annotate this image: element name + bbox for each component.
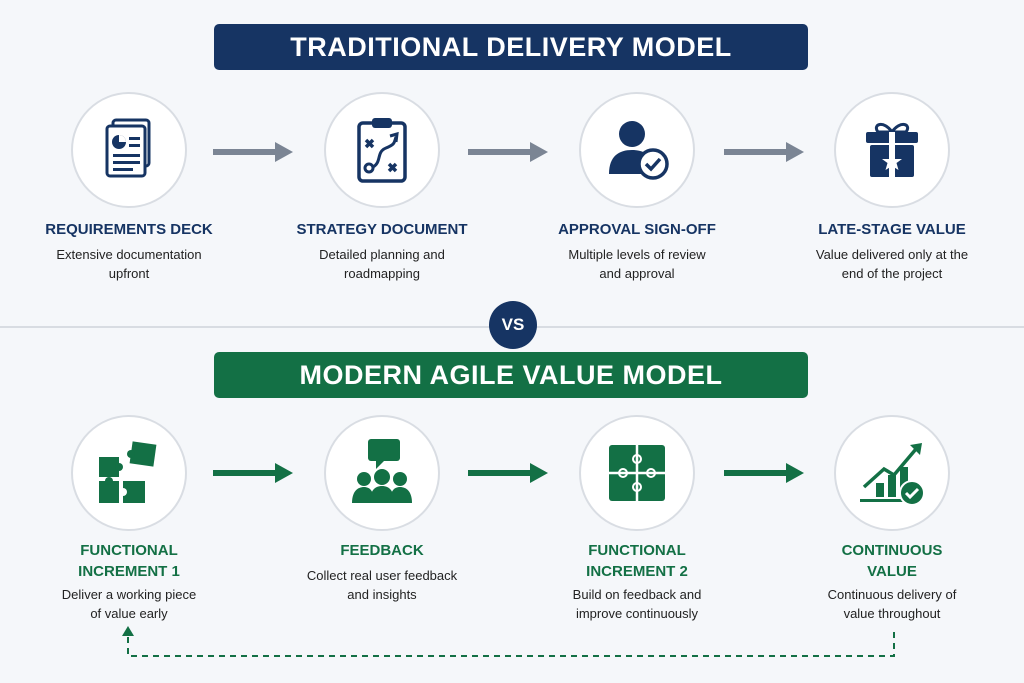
agile-banner: MODERN AGILE VALUE MODEL — [214, 352, 808, 398]
feedback-loop-arrow — [122, 626, 895, 657]
step-desc-line1: Multiple levels of review — [568, 247, 706, 262]
step-desc-line1: Detailed planning and — [319, 247, 445, 262]
functional-increment-2-circle — [579, 415, 695, 531]
flow-arrow-4 — [213, 463, 293, 483]
step-desc-line2: end of the project — [841, 266, 943, 281]
step-desc-line1: Value delivered only at the — [815, 247, 969, 262]
flow-arrow-6 — [724, 463, 804, 483]
late-stage-value-circle — [834, 92, 950, 208]
step-desc-line2: and insights — [347, 587, 417, 602]
step-title-approval-signoff: APPROVAL SIGN-OFF — [558, 221, 716, 238]
step-title-continuous-value-line1: CONTINUOUS — [841, 542, 943, 559]
user-check-icon — [609, 121, 669, 180]
step-title-functional-increment-2-line2: INCREMENT 2 — [586, 563, 688, 580]
step-title-functional-increment-1-line2: INCREMENT 1 — [78, 563, 180, 580]
step-title-late-stage-value: LATE-STAGE VALUE — [818, 221, 966, 238]
step-desc-line1: Continuous delivery of — [827, 587, 957, 602]
flow-arrow-3 — [724, 142, 804, 162]
document-icon — [105, 118, 151, 178]
approval-signoff-circle — [579, 92, 695, 208]
feedback-circle — [324, 415, 440, 531]
step-desc-line2: and approval — [599, 266, 675, 281]
puzzle-pieces-icon — [99, 441, 157, 503]
step-title-requirements-deck: REQUIREMENTS DECK — [45, 221, 213, 238]
step-title-feedback: FEEDBACK — [340, 542, 424, 559]
vs-badge: VS — [489, 301, 537, 349]
puzzle-complete-icon — [609, 445, 665, 501]
step-desc-line1: Collect real user feedback — [306, 568, 458, 583]
step-desc-line2: upfront — [108, 266, 150, 281]
step-desc-line2: value throughout — [843, 606, 941, 621]
strategy-document-circle — [324, 92, 440, 208]
gift-icon — [866, 123, 918, 177]
team-chat-icon — [352, 439, 412, 503]
step-desc-line2: improve continuously — [575, 606, 699, 621]
step-title-functional-increment-2-line1: FUNCTIONAL — [588, 542, 686, 559]
step-title-functional-increment-1-line1: FUNCTIONAL — [80, 542, 178, 559]
step-desc-line1: Build on feedback and — [572, 587, 702, 602]
flow-arrow-2 — [468, 142, 548, 162]
step-desc-line2: roadmapping — [344, 266, 420, 281]
continuous-value-circle — [834, 415, 950, 531]
growth-chart-icon — [860, 443, 925, 506]
step-desc-line1: Extensive documentation — [56, 247, 202, 262]
requirements-deck-circle — [71, 92, 187, 208]
functional-increment-1-circle — [71, 415, 187, 531]
clipboard-strategy-icon — [357, 118, 407, 183]
flow-arrow-5 — [468, 463, 548, 483]
step-title-strategy-document: STRATEGY DOCUMENT — [296, 221, 468, 238]
step-desc-line1: Deliver a working piece — [61, 587, 197, 602]
flow-arrow-1 — [213, 142, 293, 162]
traditional-banner: TRADITIONAL DELIVERY MODEL — [214, 24, 808, 70]
step-title-continuous-value-line2: VALUE — [867, 563, 917, 580]
step-desc-line2: of value early — [90, 606, 168, 621]
